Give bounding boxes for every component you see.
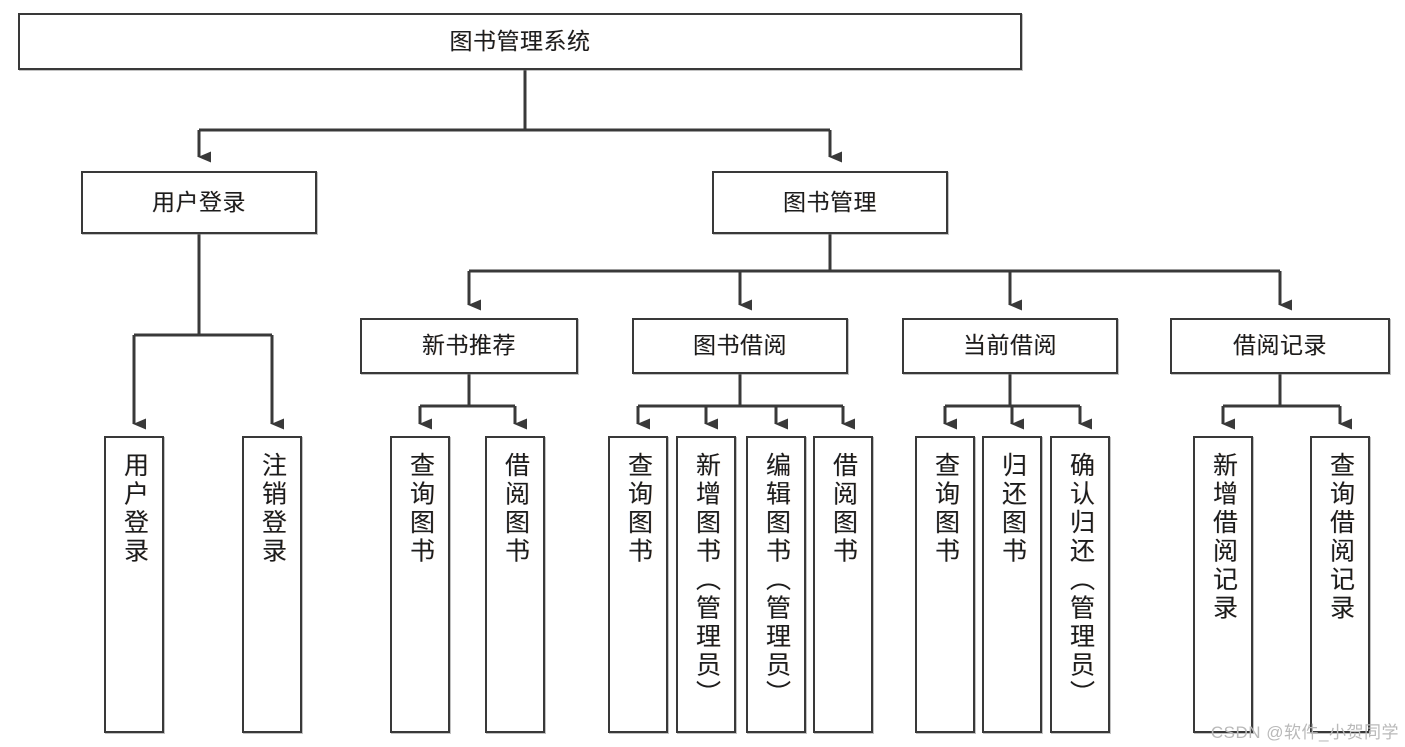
node-book-borrow[interactable]: 图书借阅 [632,318,848,374]
leaf-current-query-book-label: 查询图书 [931,452,960,566]
leaf-user-login-signin[interactable]: 用户登录 [104,436,164,733]
leaf-new-book-query[interactable]: 查询图书 [390,436,450,733]
node-current-borrow-label: 当前借阅 [963,332,1057,359]
node-book-management-label: 图书管理 [783,188,877,215]
leaf-new-book-borrow[interactable]: 借阅图书 [485,436,545,733]
node-root-system-label: 图书管理系统 [449,27,591,54]
node-new-book-recommend[interactable]: 新书推荐 [360,318,578,374]
node-book-management[interactable]: 图书管理 [712,171,948,234]
leaf-user-login-signin-label: 用户登录 [120,452,149,566]
leaf-record-add[interactable]: 新增借阅记录 [1193,436,1253,733]
leaf-record-query-label: 查询借阅记录 [1326,452,1355,623]
leaf-new-book-borrow-label: 借阅图书 [501,452,530,566]
leaf-borrow-add-book-label: 新增图书（管理员） [692,452,721,709]
leaf-borrow-borrow-book[interactable]: 借阅图书 [813,436,873,733]
leaf-borrow-query-book-label: 查询图书 [624,452,653,566]
node-borrow-record-label: 借阅记录 [1233,332,1327,359]
leaf-current-query-book[interactable]: 查询图书 [915,436,975,733]
leaf-borrow-edit-book[interactable]: 编辑图书（管理员） [746,436,806,733]
node-current-borrow[interactable]: 当前借阅 [902,318,1118,374]
leaf-new-book-query-label: 查询图书 [406,452,435,566]
csdn-watermark: CSDN @软件_小贺同学 [1210,723,1399,742]
node-user-login-label: 用户登录 [152,188,246,215]
leaf-current-return-book-label: 归还图书 [998,452,1027,566]
leaf-borrow-add-book[interactable]: 新增图书（管理员） [676,436,736,733]
leaf-borrow-query-book[interactable]: 查询图书 [608,436,668,733]
leaf-borrow-edit-book-label: 编辑图书（管理员） [762,452,791,709]
node-book-borrow-label: 图书借阅 [693,332,787,359]
node-user-login[interactable]: 用户登录 [81,171,317,234]
node-borrow-record[interactable]: 借阅记录 [1170,318,1390,374]
leaf-record-query[interactable]: 查询借阅记录 [1310,436,1370,733]
leaf-current-return-book[interactable]: 归还图书 [982,436,1042,733]
leaf-current-confirm-return-label: 确认归还（管理员） [1066,452,1095,709]
node-new-book-recommend-label: 新书推荐 [422,332,516,359]
leaf-user-login-signout[interactable]: 注销登录 [242,436,302,733]
leaf-current-confirm-return[interactable]: 确认归还（管理员） [1050,436,1110,733]
leaf-record-add-label: 新增借阅记录 [1209,452,1238,623]
node-root-system[interactable]: 图书管理系统 [18,13,1022,70]
leaf-borrow-borrow-book-label: 借阅图书 [829,452,858,566]
leaf-user-login-signout-label: 注销登录 [258,452,287,566]
